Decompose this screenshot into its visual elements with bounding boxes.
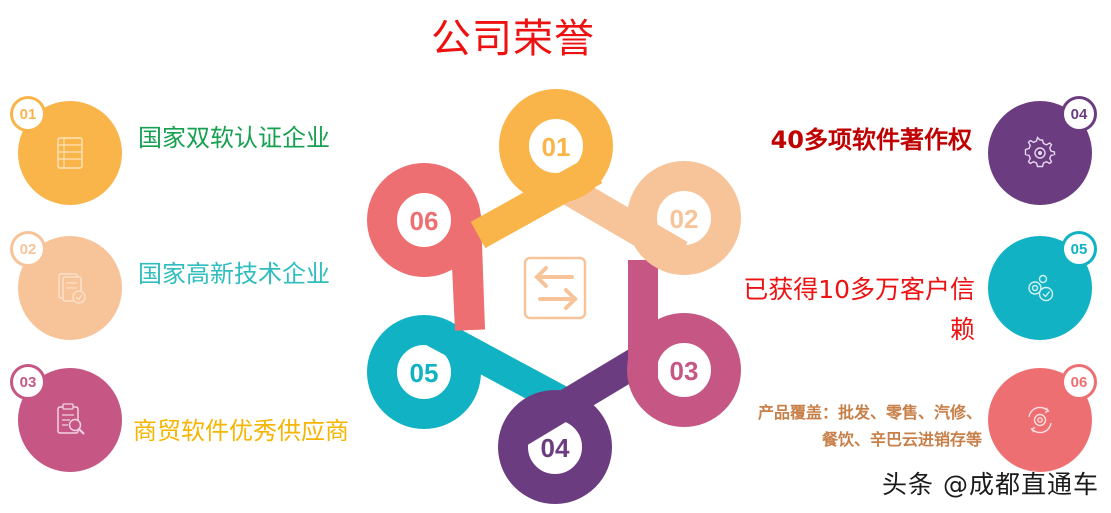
honor-label-05-line2: 赖 bbox=[949, 315, 975, 344]
loop-label-03: 03 bbox=[670, 356, 699, 386]
page-title: 公司荣誉 bbox=[431, 16, 595, 62]
swap-arrows-icon bbox=[523, 256, 587, 320]
badge-06: 06 bbox=[1061, 364, 1097, 400]
honor-label-05: 已获得10多万客户信 赖 bbox=[743, 270, 975, 350]
clipboard-search-icon bbox=[57, 403, 85, 435]
gear-cycle-icon bbox=[1028, 406, 1052, 434]
loop-label-04: 04 bbox=[541, 433, 570, 463]
loop-label-01: 01 bbox=[542, 132, 571, 162]
honor-label-01: 国家双软认证企业 bbox=[138, 124, 330, 152]
checklist-icon bbox=[57, 137, 83, 169]
badge-05: 05 bbox=[1061, 231, 1097, 267]
badge-03: 03 bbox=[10, 364, 46, 400]
gear-icon bbox=[1024, 136, 1056, 168]
honor-label-04: 40多项软件著作权 bbox=[770, 126, 972, 154]
hexagon-knot-diagram: 01 02 03 04 05 06 bbox=[367, 89, 741, 504]
loop-label-02: 02 bbox=[670, 204, 699, 234]
honor-label-05-line1: 已获得10多万客户信 bbox=[743, 275, 975, 304]
honor-label-06: 产品覆盖：批发、零售、汽修、 餐饮、辛巴云进销存等 bbox=[758, 399, 982, 453]
badge-01: 01 bbox=[10, 96, 46, 132]
badge-02: 02 bbox=[10, 231, 46, 267]
loop-label-05: 05 bbox=[410, 358, 439, 388]
gears-check-icon bbox=[1028, 274, 1054, 302]
honor-label-02: 国家高新技术企业 bbox=[138, 260, 330, 288]
honor-label-06-line1: 产品覆盖：批发、零售、汽修、 bbox=[757, 403, 982, 422]
loop-label-06: 06 bbox=[410, 206, 439, 236]
loop-05 bbox=[367, 315, 481, 429]
watermark: 头条 @成都直通车 bbox=[882, 470, 1099, 499]
honor-label-06-line2: 餐饮、辛巴云进销存等 bbox=[821, 430, 982, 449]
honor-label-03: 商贸软件优秀供应商 bbox=[133, 417, 349, 445]
certified-document-icon bbox=[58, 273, 86, 304]
badge-04: 04 bbox=[1061, 96, 1097, 132]
